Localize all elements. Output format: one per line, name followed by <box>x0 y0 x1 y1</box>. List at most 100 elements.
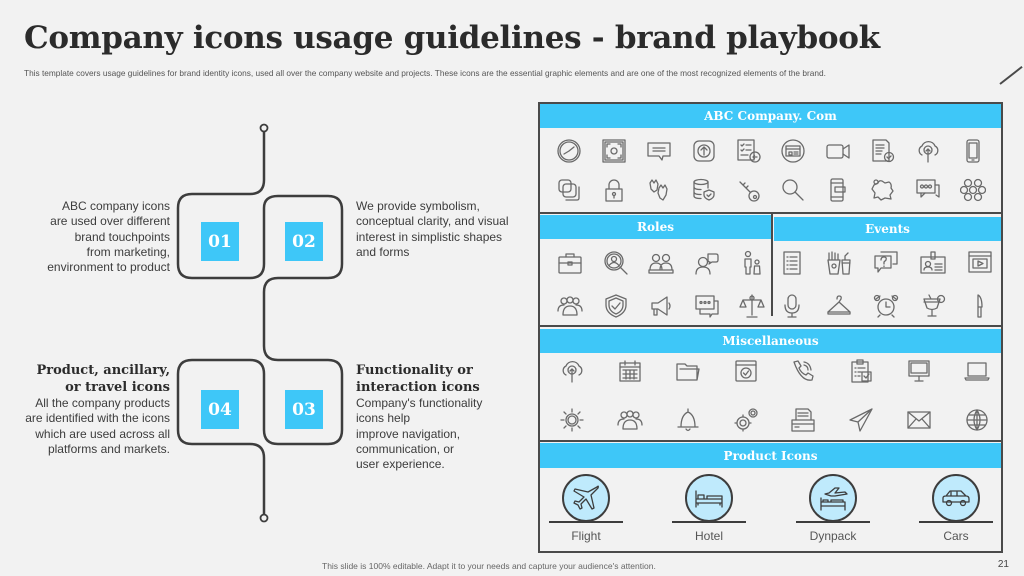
cocktail-icon[interactable] <box>920 293 946 319</box>
key-icon[interactable] <box>736 177 762 203</box>
plane-bed-icon <box>809 474 857 522</box>
product-baseline <box>796 521 870 523</box>
popcorn-drink-icon[interactable] <box>826 250 852 276</box>
product-flight[interactable]: Flight <box>549 474 629 549</box>
step-number-02: 02 <box>285 222 323 261</box>
hands-icon[interactable] <box>646 177 672 203</box>
product-cars[interactable]: Cars <box>919 474 999 549</box>
product-label: Hotel <box>694 529 723 543</box>
events-icons-row-2 <box>779 293 993 319</box>
envelope-icon[interactable] <box>906 407 932 433</box>
video-camera-icon[interactable] <box>825 138 851 164</box>
magnifier-icon[interactable] <box>780 177 806 203</box>
cloud-upload-icon[interactable] <box>915 138 941 164</box>
section-header-roles: Roles <box>540 215 771 239</box>
step-number-04: 04 <box>201 390 239 429</box>
clock-icon[interactable] <box>556 138 582 164</box>
section-divider <box>540 212 1001 214</box>
group-icon[interactable] <box>617 407 643 433</box>
roles-events-divider <box>771 214 773 316</box>
family-icon[interactable] <box>739 250 765 276</box>
team-pair-icon[interactable] <box>648 250 674 276</box>
page-number: 21 <box>997 559 1009 570</box>
desktop-monitor-icon[interactable] <box>906 358 932 384</box>
events-icons-row-1 <box>779 250 993 276</box>
step-03-description: Functionality or interaction icons Compa… <box>356 362 526 472</box>
product-baseline <box>919 521 993 523</box>
chat-dots-icon[interactable] <box>915 177 941 203</box>
paper-plane-icon[interactable] <box>848 407 874 433</box>
roles-icons-row-1 <box>557 250 765 276</box>
alarm-clock-icon[interactable] <box>873 293 899 319</box>
step-02-description: We provide symbolism, conceptual clarity… <box>356 199 509 259</box>
company-icons-row-1 <box>556 138 986 164</box>
icon-library-panel <box>538 102 1003 553</box>
list-icon[interactable] <box>779 250 805 276</box>
car-icon <box>932 474 980 522</box>
connector-path <box>176 123 344 523</box>
balance-scale-icon[interactable] <box>739 293 765 319</box>
puzzle-piece-icon[interactable] <box>870 177 896 203</box>
smartphone-icon[interactable] <box>960 138 986 164</box>
cloud-upload-icon[interactable] <box>559 358 585 384</box>
microphone-icon[interactable] <box>779 293 805 319</box>
question-chat-icon[interactable] <box>873 250 899 276</box>
search-candidate-icon[interactable] <box>603 250 629 276</box>
folder-icon[interactable] <box>675 358 701 384</box>
laptop-icon[interactable] <box>964 358 990 384</box>
briefcase-icon[interactable] <box>557 250 583 276</box>
layers-copy-icon[interactable] <box>556 177 582 203</box>
step-number-01: 01 <box>201 222 239 261</box>
upload-arrow-icon[interactable] <box>691 138 717 164</box>
inbox-tray-icon[interactable] <box>790 407 816 433</box>
padlock-icon[interactable] <box>601 177 627 203</box>
airplane-icon <box>562 474 610 522</box>
shield-check-icon[interactable] <box>603 293 629 319</box>
product-label: Cars <box>943 529 969 543</box>
misc-icons-row-2 <box>559 407 990 433</box>
mobile-payment-icon[interactable] <box>825 177 851 203</box>
knife-icon[interactable] <box>967 293 993 319</box>
browser-window-icon[interactable] <box>780 138 806 164</box>
approved-document-icon[interactable] <box>870 138 896 164</box>
molecule-network-icon[interactable] <box>959 177 986 203</box>
section-header-events: Events <box>774 217 1001 241</box>
step-04-heading: Product, ancillary, or travel icons <box>36 363 170 395</box>
section-header-product-icons: Product Icons <box>540 443 1001 468</box>
gears-icon[interactable] <box>733 407 759 433</box>
phone-call-icon[interactable] <box>790 358 816 384</box>
page-subtitle: This template covers usage guidelines fo… <box>24 68 826 78</box>
message-bubble-icon[interactable] <box>646 138 672 164</box>
clipboard-check-icon[interactable] <box>848 358 874 384</box>
bed-icon <box>685 474 733 522</box>
bell-icon[interactable] <box>675 407 701 433</box>
product-hotel[interactable]: Hotel <box>672 474 752 549</box>
step-number-03: 03 <box>285 390 323 429</box>
product-label: Dynpack <box>809 529 857 543</box>
checklist-icon[interactable] <box>736 138 762 164</box>
roles-icons-row-2 <box>557 293 765 319</box>
misc-icons-row-1 <box>559 358 990 384</box>
conversation-icon[interactable] <box>694 293 720 319</box>
id-badge-icon[interactable] <box>920 250 946 276</box>
page-title: Company icons usage guidelines - brand p… <box>24 20 880 56</box>
product-dynpack[interactable]: Dynpack <box>796 474 876 549</box>
person-speech-icon[interactable] <box>694 250 720 276</box>
secure-database-icon[interactable] <box>691 177 717 203</box>
company-icons-row-2 <box>556 177 986 203</box>
web-check-icon[interactable] <box>733 358 759 384</box>
section-divider <box>540 440 1001 442</box>
product-baseline <box>549 521 623 523</box>
product-baseline <box>672 521 746 523</box>
gear-icon[interactable] <box>559 407 585 433</box>
video-player-icon[interactable] <box>967 250 993 276</box>
calendar-icon[interactable] <box>617 358 643 384</box>
globe-icon[interactable] <box>964 407 990 433</box>
section-header-company: ABC Company. Com <box>540 104 1001 128</box>
group-icon[interactable] <box>557 293 583 319</box>
product-label: Flight <box>571 529 601 543</box>
focus-frame-icon[interactable] <box>601 138 627 164</box>
section-header-miscellaneous: Miscellaneous <box>540 329 1001 353</box>
megaphone-icon[interactable] <box>648 293 674 319</box>
hanger-icon[interactable] <box>826 293 852 319</box>
